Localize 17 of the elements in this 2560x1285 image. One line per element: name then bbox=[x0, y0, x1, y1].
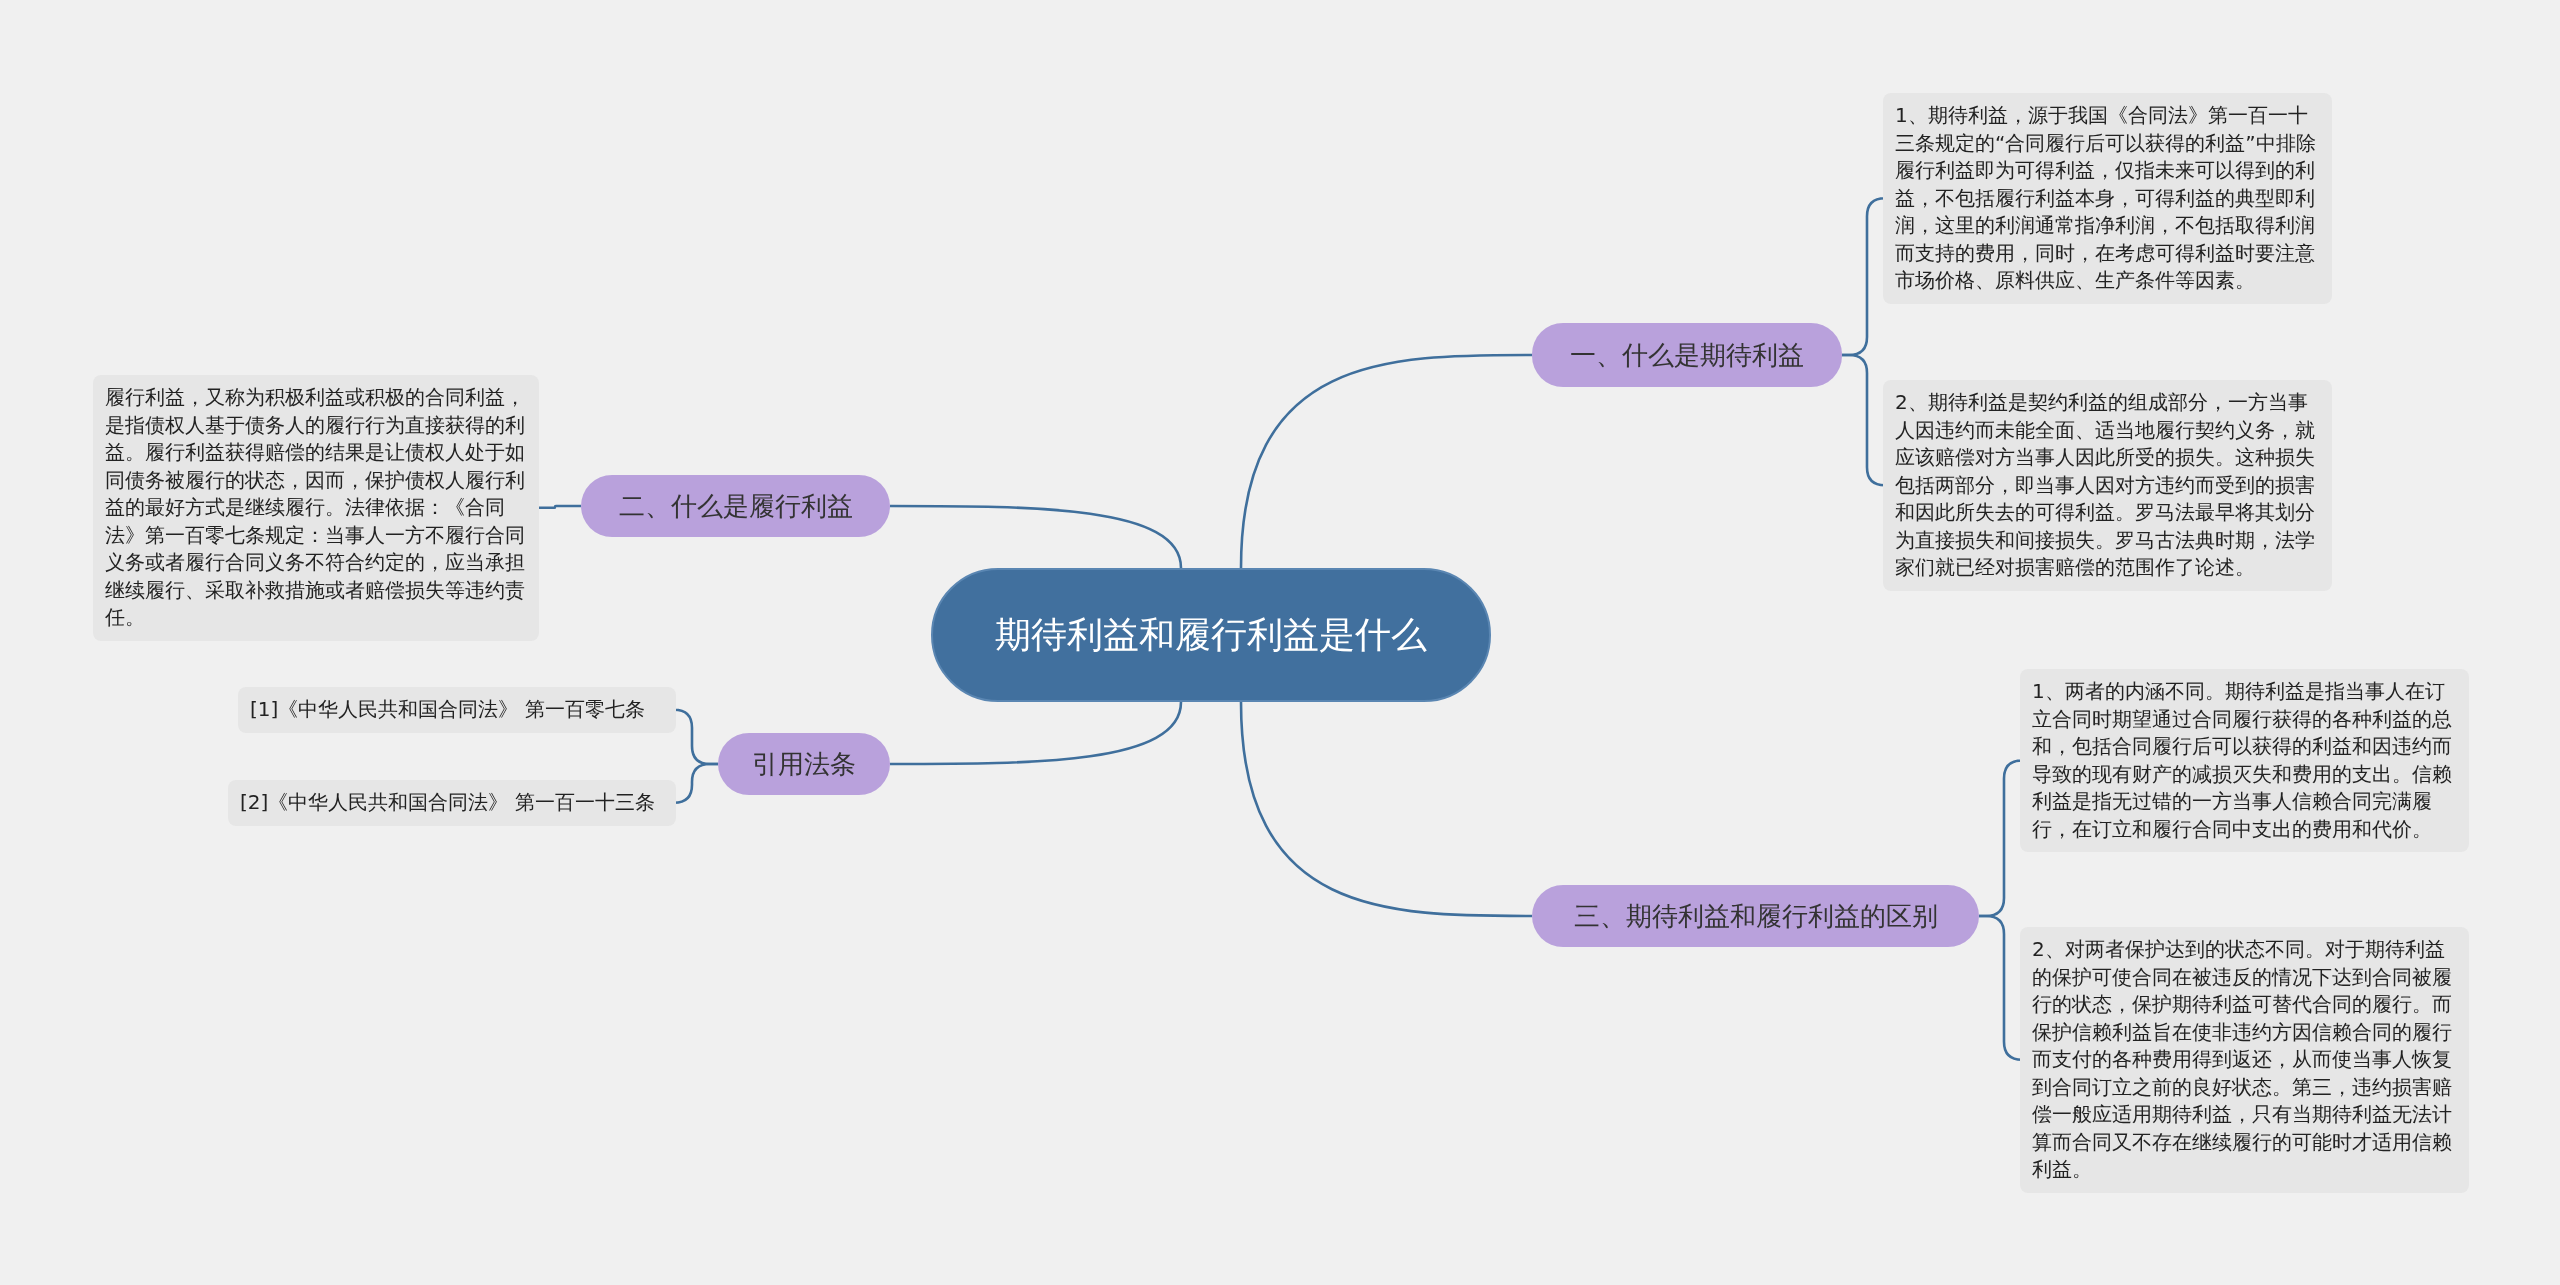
central-topic: 期待利益和履行利益是什么 bbox=[931, 568, 1491, 702]
text-box: 1、期待利益，源于我国《合同法》第一百一十三条规定的“合同履行后可以获得的利益”中排除履行利益即为可得利益，仅指未来可以得到的利益，不包括履行利益本身，可得利益的典型即利润，这里的利润通常指净利润，不包括取得利润而支持的费用，同时，在考虑可得利益时要注意市场价格、原料供应、生产条件等因素。 bbox=[1883, 93, 2332, 304]
topic-box: 二、什么是履行利益 bbox=[581, 475, 890, 537]
connector-line bbox=[1239, 353, 1532, 569]
text-box: 履行利益，又称为积极利益或积极的合同利益，是指债权人基于债务人的履行行为直接获得的利益。履行利益获得赔偿的结果是让债权人处于如同债务被履行的状态，因而，保护债权人履行利益的最好方式是继续履行。法律依据：《合同法》第一百零七条规定：当事人一方不履行合同义务或者履行合同义务不符合约定的，应当承担继续履行、采取补救措施或者赔偿损失等违约责任。 bbox=[93, 375, 539, 641]
topic-box: 引用法条 bbox=[718, 733, 890, 795]
connector-line bbox=[1239, 701, 1532, 918]
topic-box: 一、什么是期待利益 bbox=[1532, 323, 1842, 387]
text-box: [1]《中华人民共和国合同法》 第一百零七条 bbox=[238, 687, 676, 733]
connector-line bbox=[890, 504, 1183, 569]
text-box: [2]《中华人民共和国合同法》 第一百一十三条 bbox=[228, 780, 676, 826]
connector-line bbox=[890, 701, 1183, 766]
text-box: 1、两者的内涵不同。期待利益是指当事人在订立合同时期望通过合同履行获得的各种利益的总和，包括合同履行后可以获得的利益和因违约而导致的现有财产的减损灭失和费用的支出。信赖利益是指无过错的一方当事人信赖合同完满履行，在订立和履行合同中支出的费用和代价。 bbox=[2020, 669, 2469, 852]
text-box: 2、期待利益是契约利益的组成部分，一方当事人因违约而未能全面、适当地履行契约义务，就应该赔偿对方当事人因此所受的损失。这种损失包括两部分，即当事人因对方违约而受到的损害和因此所失去的可得利益。罗马法最早将其划分为直接损失和间接损失。罗马古法典时期，法学家们就已经对损害赔偿的范围作了论述。 bbox=[1883, 380, 2332, 591]
text-box: 2、对两者保护达到的状态不同。对于期待利益的保护可使合同在被违反的情况下达到合同被履行的状态，保护期待利益可替代合同的履行。而保护信赖利益旨在使非违约方因信赖合同的履行而支付的各种费用得到返还，从而使当事人恢复到合同订立之前的良好状态。第三，违约损害赔偿一般应适用期待利益，只有当期待利益无法计算而合同又不存在继续履行的可能时才适用信赖利益。 bbox=[2020, 927, 2469, 1193]
topic-box: 三、期待利益和履行利益的区别 bbox=[1532, 885, 1979, 947]
connector-line bbox=[539, 504, 581, 510]
